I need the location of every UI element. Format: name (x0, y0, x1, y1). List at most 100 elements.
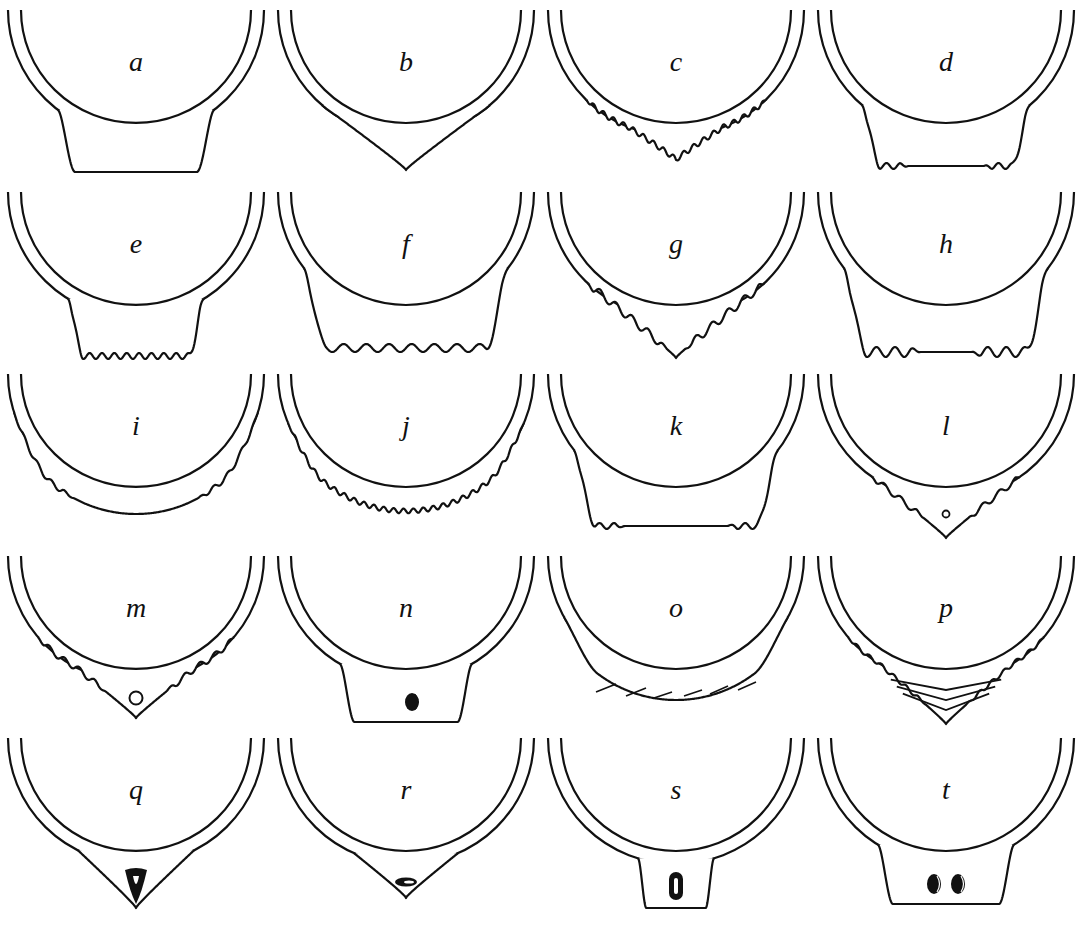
inner-wall (291, 556, 521, 669)
seed-section (8, 192, 264, 359)
outer-wall (8, 738, 264, 864)
panel-letter: m (126, 594, 146, 622)
inclusion (405, 693, 419, 711)
keel-outline (564, 617, 788, 700)
panel-letter: t (942, 776, 950, 804)
seed-section (548, 192, 804, 358)
seed-section (548, 738, 804, 908)
keel-fill (586, 100, 766, 161)
panel-letter: b (399, 48, 413, 76)
keel-fill (588, 283, 764, 358)
keel-outline (588, 283, 764, 358)
inclusion (596, 682, 756, 698)
seed-section (818, 738, 1074, 904)
keel-fill (78, 850, 194, 908)
keel-fill (68, 299, 204, 359)
seed-section (818, 10, 1074, 169)
keel-fill (354, 853, 458, 898)
inclusion (669, 872, 683, 900)
panel-letter: h (939, 230, 953, 258)
inclusion (395, 878, 417, 887)
outer-wall (278, 556, 534, 682)
seed-section (8, 738, 264, 908)
keel-fill (862, 105, 1030, 169)
panel-letter: r (401, 776, 412, 804)
keel-fill (322, 105, 490, 170)
keel-outline (78, 850, 194, 908)
keel-fill (58, 110, 214, 172)
panel-letter: i (132, 412, 140, 440)
panel-letter: s (671, 776, 682, 804)
seed-section (278, 374, 534, 513)
inner-wall (21, 738, 251, 851)
keel-outline (862, 105, 1030, 169)
keel-outline (848, 637, 1044, 724)
seed-section (278, 738, 534, 898)
panel-letter: o (669, 594, 683, 622)
keel-fill (878, 845, 1014, 904)
outer-wall (278, 738, 534, 864)
panel-letter: q (129, 776, 143, 804)
inner-wall (831, 738, 1061, 851)
panel-letter: e (130, 230, 142, 258)
seed-section (8, 374, 264, 514)
keel-outline (58, 110, 214, 172)
inner-wall (291, 738, 521, 851)
outer-wall (548, 738, 804, 864)
keel-outline (340, 664, 472, 722)
panel-letter: n (399, 594, 413, 622)
seed-section (8, 10, 264, 172)
panel-letter: k (670, 412, 682, 440)
inclusion (125, 868, 147, 904)
panel-letter: d (939, 48, 953, 76)
inclusion (943, 511, 950, 518)
seed-section (818, 556, 1074, 724)
panel-letter: p (939, 594, 953, 622)
keel-outline (586, 100, 766, 161)
panel-letter: g (669, 230, 683, 258)
inner-wall (831, 374, 1061, 487)
inner-wall (561, 10, 791, 123)
seed-section (278, 192, 534, 352)
inner-wall (561, 738, 791, 851)
keel-fill (340, 664, 472, 722)
keel-fill (848, 637, 1044, 724)
inner-wall (291, 374, 521, 487)
inner-wall (21, 192, 251, 305)
panel-letter: j (402, 412, 410, 440)
seed-section (278, 556, 534, 722)
panel-letter: f (402, 230, 410, 258)
keel-outline (38, 637, 234, 718)
keel-outline (68, 299, 204, 359)
inner-wall (21, 10, 251, 123)
keel-fill (638, 858, 714, 908)
seed-section (548, 374, 804, 529)
inner-wall (561, 374, 791, 487)
seed-section (548, 556, 804, 700)
inner-wall (831, 556, 1061, 669)
seed-section (818, 374, 1074, 538)
inner-wall (291, 192, 521, 305)
inclusion (927, 874, 965, 894)
keel-outline (14, 412, 258, 514)
inner-wall (291, 10, 521, 123)
seed-section (548, 10, 804, 160)
inner-wall (21, 556, 251, 669)
inner-wall (831, 10, 1061, 123)
inner-wall (561, 556, 791, 669)
inclusion (891, 680, 1001, 710)
keel-fill (564, 617, 788, 700)
keel-outline (354, 853, 458, 898)
keel-outline (638, 858, 714, 908)
seed-section (8, 556, 264, 718)
inner-wall (831, 192, 1061, 305)
keel-fill (14, 412, 258, 514)
panel-letter: a (129, 48, 143, 76)
panel-letter: c (670, 48, 682, 76)
inner-wall (21, 374, 251, 487)
keel-outline (878, 845, 1014, 904)
keel-fill (38, 637, 234, 718)
panel-letter: l (942, 412, 950, 440)
